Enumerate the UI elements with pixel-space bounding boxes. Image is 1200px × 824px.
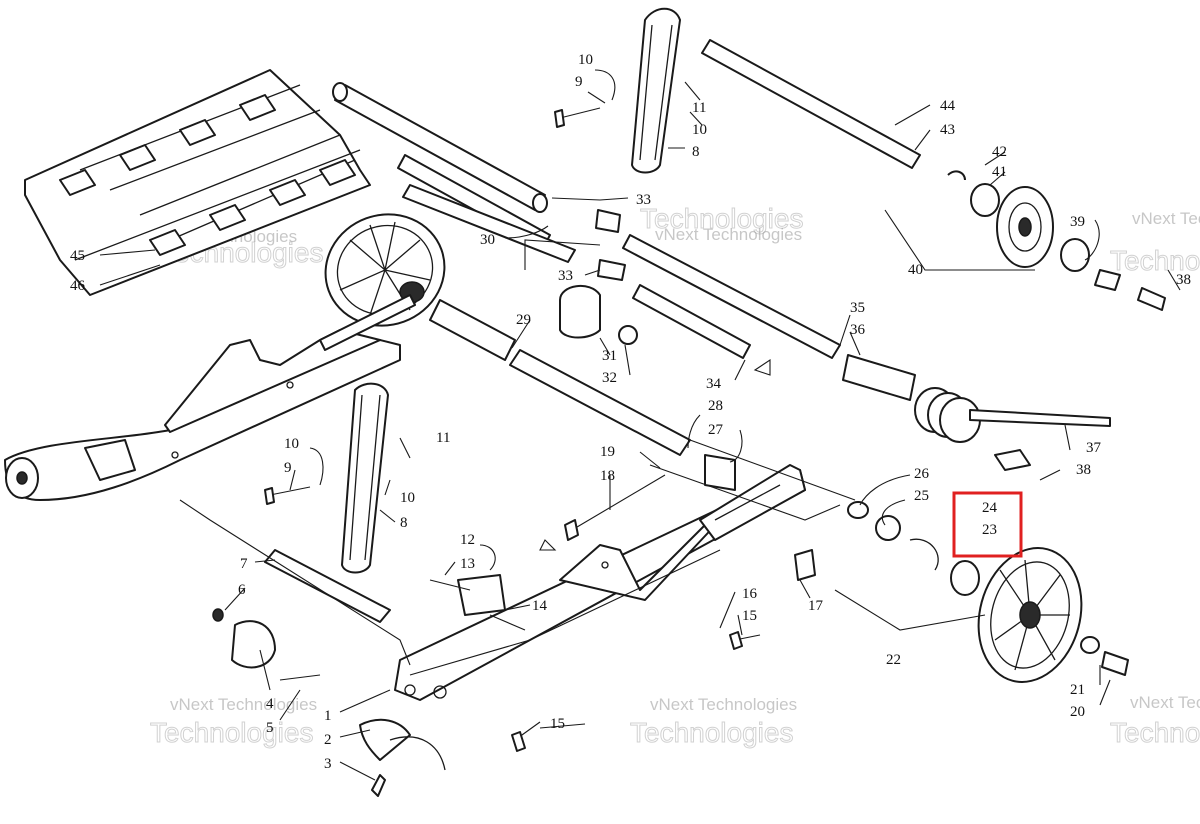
callout-32: 32 xyxy=(602,370,617,386)
callout-labels: 10 9 11 10 8 44 43 42 41 39 40 38 33 30 … xyxy=(70,52,1191,772)
watermark-text: Technologies xyxy=(640,203,803,234)
callout-38: 38 xyxy=(1076,462,1091,478)
callout-33: 33 xyxy=(558,268,573,284)
callout-22: 22 xyxy=(886,652,901,668)
watermark-text: vNext Technologies xyxy=(1130,693,1200,712)
callout-33: 33 xyxy=(636,192,651,208)
callout-44: 44 xyxy=(940,98,956,114)
callout-8: 8 xyxy=(400,515,408,531)
callout-29: 29 xyxy=(516,312,531,328)
callout-36: 36 xyxy=(850,322,866,338)
left-idler-wheel xyxy=(319,213,446,351)
callout-45: 45 xyxy=(70,248,85,264)
watermark-text: Technologies xyxy=(630,717,793,748)
callout-17: 17 xyxy=(808,598,824,614)
callout-9: 9 xyxy=(284,460,292,476)
callout-28: 28 xyxy=(708,398,723,414)
callout-43: 43 xyxy=(940,122,955,138)
callout-37: 37 xyxy=(1086,440,1102,456)
callout-21: 21 xyxy=(1070,682,1085,698)
callout-27: 27 xyxy=(708,422,724,438)
callout-4: 4 xyxy=(266,696,274,712)
callout-23: 23 xyxy=(982,522,997,538)
callout-34: 34 xyxy=(706,376,722,392)
callout-10: 10 xyxy=(578,52,593,68)
lower-rear-wheel-assembly xyxy=(847,501,1129,683)
callout-11: 11 xyxy=(692,100,706,116)
callout-2: 2 xyxy=(324,732,332,748)
callout-3: 3 xyxy=(324,756,332,772)
watermark-group: vNext Technologies Technologies vNext Te… xyxy=(150,203,1200,749)
highlight-box xyxy=(952,491,1023,558)
callout-15: 15 xyxy=(550,716,565,732)
callout-1: 1 xyxy=(324,708,332,724)
right-slide-rail xyxy=(394,464,806,701)
callout-18: 18 xyxy=(600,468,615,484)
watermark-text: vNext Technologies xyxy=(650,695,797,714)
callout-13: 13 xyxy=(460,556,475,572)
callout-20: 20 xyxy=(1070,704,1085,720)
callout-5: 5 xyxy=(266,720,274,736)
watermark-text: vNext Technologies xyxy=(170,695,317,714)
callout-7: 7 xyxy=(240,556,248,572)
track-section xyxy=(24,69,371,296)
watermark-text: Technologies xyxy=(1110,245,1200,276)
upper-rear-wheel-assembly xyxy=(947,170,1166,311)
callout-41: 41 xyxy=(992,164,1007,180)
torsion-spring xyxy=(914,387,1111,471)
rail-end-cap xyxy=(359,718,446,797)
link-arms xyxy=(341,7,681,574)
callout-8: 8 xyxy=(692,144,700,160)
callout-10: 10 xyxy=(692,122,707,138)
leader-lines xyxy=(99,69,1181,781)
watermark-text: Technologies xyxy=(150,717,313,748)
callout-19: 19 xyxy=(600,444,615,460)
callout-30: 30 xyxy=(480,232,495,248)
callout-12: 12 xyxy=(460,532,475,548)
watermark-text: Technologies xyxy=(1110,717,1200,748)
callout-16: 16 xyxy=(742,586,758,602)
callout-15: 15 xyxy=(742,608,757,624)
callout-46: 46 xyxy=(70,278,86,294)
callout-26: 26 xyxy=(914,466,930,482)
watermark-text: vNext Technologies xyxy=(655,225,802,244)
callout-11: 11 xyxy=(436,430,450,446)
callout-25: 25 xyxy=(914,488,929,504)
callout-6: 6 xyxy=(238,582,246,598)
callout-40: 40 xyxy=(908,262,923,278)
callout-24: 24 xyxy=(982,500,998,516)
callout-31: 31 xyxy=(602,348,617,364)
callout-9: 9 xyxy=(575,74,583,90)
callout-14: 14 xyxy=(532,598,548,614)
watermark-text: vNext Technologies xyxy=(1132,209,1200,228)
cross-shafts xyxy=(264,39,921,623)
callout-42: 42 xyxy=(992,144,1007,160)
callout-39: 39 xyxy=(1070,214,1085,230)
callout-10: 10 xyxy=(400,490,415,506)
callout-38: 38 xyxy=(1176,272,1191,288)
hardware xyxy=(212,107,816,752)
callout-35: 35 xyxy=(850,300,865,316)
left-slide-rail xyxy=(4,329,401,501)
callout-10: 10 xyxy=(284,436,299,452)
